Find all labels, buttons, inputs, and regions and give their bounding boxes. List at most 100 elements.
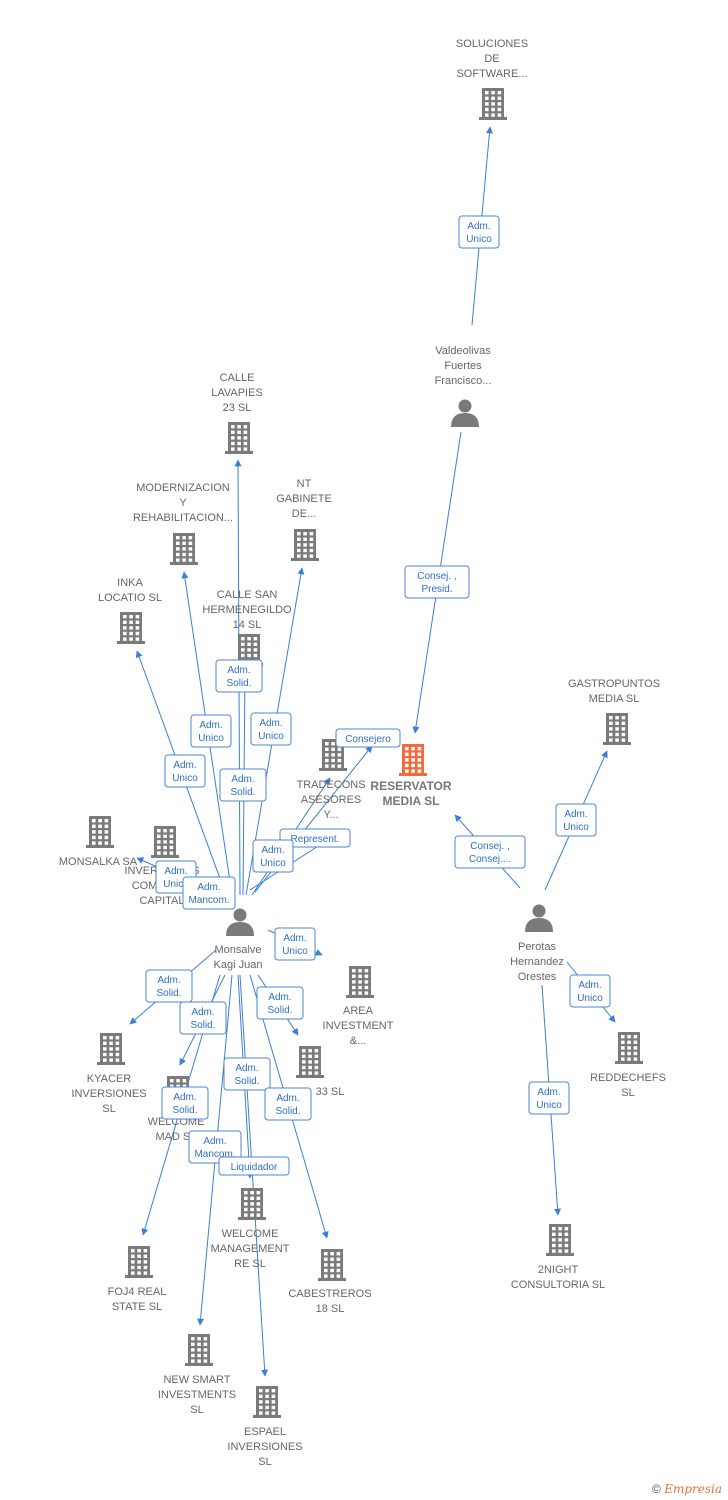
node-label-reservator[interactable]: MEDIA SL xyxy=(383,794,440,808)
person-icon[interactable] xyxy=(451,399,479,428)
edge-label-monsalve-to-tradecons[interactable]: Represent. xyxy=(279,828,351,848)
node-label-lavapies[interactable]: 23 SL xyxy=(223,402,252,414)
node-label-2night[interactable]: 2NIGHT xyxy=(538,1264,579,1276)
node-label-perotas[interactable]: Orestes xyxy=(518,971,557,983)
node-label-valdeolivas[interactable]: Francisco... xyxy=(435,375,492,387)
edge-label-perotas-to-2night[interactable]: Adm.Unico xyxy=(528,1081,570,1115)
node-label-perotas[interactable]: Perotas xyxy=(518,941,556,953)
node-label-area[interactable]: INVESTMENT xyxy=(323,1020,394,1032)
edge-label-monsalve-to-modernizacion[interactable]: Adm.Unico xyxy=(190,714,232,748)
node-label-welcomemgmt[interactable]: RE SL xyxy=(234,1258,266,1270)
building-icon[interactable] xyxy=(603,713,631,745)
node-label-modernizacion[interactable]: MODERNIZACION xyxy=(136,482,230,494)
node-label-modernizacion[interactable]: Y xyxy=(179,497,187,509)
node-label-ntgabinete[interactable]: GABINETE xyxy=(276,493,332,505)
node-label-espael[interactable]: INVERSIONES xyxy=(227,1441,302,1453)
edge-label-monsalve-to-x33[interactable]: Adm.Solid. xyxy=(256,986,304,1020)
node-label-monsalve[interactable]: Kagi Juan xyxy=(214,959,263,971)
node-label-espael[interactable]: ESPAEL xyxy=(244,1426,286,1438)
node-label-area[interactable]: AREA xyxy=(343,1005,374,1017)
node-label-kyacer[interactable]: KYACER xyxy=(87,1073,131,1085)
brand-logo[interactable]: Empresia xyxy=(664,1482,722,1496)
building-icon[interactable] xyxy=(117,612,145,644)
edge-label-monsalve-to-lavapies[interactable]: Adm.Solid. xyxy=(219,768,267,802)
node-label-modernizacion[interactable]: REHABILITACION... xyxy=(133,512,233,524)
building-icon[interactable] xyxy=(479,88,507,120)
edge-label-monsalve-to-tradecons[interactable]: Adm.Unico xyxy=(252,839,294,873)
node-label-inka[interactable]: LOCATIO SL xyxy=(98,592,162,604)
node-label-welcomemad[interactable]: MAD SL xyxy=(156,1131,197,1143)
node-label-area[interactable]: &... xyxy=(350,1035,367,1047)
building-icon[interactable] xyxy=(318,1249,346,1281)
edge-label-monsalve-to-area[interactable]: Adm.Unico xyxy=(274,927,316,961)
node-label-cabestreros[interactable]: 18 SL xyxy=(316,1303,345,1315)
edge-label-monsalve-to-ntgabinete[interactable]: Adm.Unico xyxy=(250,712,292,746)
building-icon[interactable] xyxy=(399,744,427,776)
edge-label-monsalve-to-kyacer[interactable]: Adm.Solid. xyxy=(145,969,193,1003)
node-label-inka[interactable]: INKA xyxy=(117,577,143,589)
node-label-lavapies[interactable]: LAVAPIES xyxy=(211,387,263,399)
node-label-foj4[interactable]: STATE SL xyxy=(112,1301,162,1313)
building-icon[interactable] xyxy=(615,1032,643,1064)
building-icon[interactable] xyxy=(151,826,179,858)
node-label-kyacer[interactable]: SL xyxy=(102,1103,115,1115)
node-label-kyacer[interactable]: INVERSIONES xyxy=(71,1088,146,1100)
edge-label-monsalve-to-newsmart[interactable]: Adm.Mancom. xyxy=(188,1130,242,1164)
node-label-hermenegildo[interactable]: CALLE SAN xyxy=(217,589,278,601)
node-label-reddechefs[interactable]: SL xyxy=(621,1087,634,1099)
building-icon[interactable] xyxy=(291,529,319,561)
building-icon[interactable] xyxy=(86,816,114,848)
node-label-monsalve[interactable]: Monsalve xyxy=(214,944,261,956)
node-label-inversiones[interactable]: CAPITAL xyxy=(139,895,184,907)
node-label-valdeolivas[interactable]: Valdeolivas xyxy=(435,345,491,357)
edge-label-monsalve-to-welcomemgmt[interactable]: Adm.Solid. xyxy=(223,1057,271,1091)
node-label-foj4[interactable]: FOJ4 REAL xyxy=(108,1286,167,1298)
edge-label-valdeolivas-to-reservator[interactable]: Consej. ,Presid. xyxy=(404,565,470,599)
edge-label-monsalve-to-inka[interactable]: Adm.Unico xyxy=(164,754,206,788)
edge-label-monsalve-to-welcomemad[interactable]: Adm.Solid. xyxy=(179,1001,227,1035)
building-icon[interactable] xyxy=(97,1033,125,1065)
edge-label-monsalve-to-espael[interactable]: Liquidador xyxy=(218,1156,290,1176)
building-icon[interactable] xyxy=(170,533,198,565)
node-label-cabestreros[interactable]: CABESTREROS xyxy=(288,1288,371,1300)
building-icon[interactable] xyxy=(238,1188,266,1220)
node-label-tradecons[interactable]: TRADECONS xyxy=(296,779,365,791)
person-icon[interactable] xyxy=(226,908,254,937)
node-label-hermenegildo[interactable]: 14 SL xyxy=(233,619,262,631)
building-icon[interactable] xyxy=(346,966,374,998)
edge-label-monsalve-to-inversiones[interactable]: Adm.Mancom. xyxy=(182,876,236,910)
person-icon[interactable] xyxy=(525,904,553,933)
node-label-tradecons[interactable]: ASESORES xyxy=(301,794,362,806)
node-label-reservator[interactable]: RESERVATOR xyxy=(370,779,451,793)
node-label-tradecons[interactable]: Y... xyxy=(323,809,338,821)
node-label-welcomemgmt[interactable]: MANAGEMENT xyxy=(211,1243,290,1255)
building-icon[interactable] xyxy=(296,1046,324,1078)
node-label-ntgabinete[interactable]: NT xyxy=(297,478,312,490)
node-label-gastropuntos[interactable]: MEDIA SL xyxy=(589,693,640,705)
edge-label-perotas-to-reservator[interactable]: Consej. ,Consej.... xyxy=(454,835,526,869)
edge-label-monsalve-to-cabestreros[interactable]: Adm.Solid. xyxy=(264,1087,312,1121)
node-label-reddechefs[interactable]: REDDECHEFS xyxy=(590,1072,666,1084)
node-label-lavapies[interactable]: CALLE xyxy=(220,372,255,384)
edge-label-valdeolivas-to-soluciones[interactable]: Adm.Unico xyxy=(458,215,500,249)
node-label-newsmart[interactable]: INVESTMENTS xyxy=(158,1389,236,1401)
node-label-soluciones[interactable]: SOLUCIONES xyxy=(456,38,528,50)
node-label-x33[interactable]: 33 SL xyxy=(316,1086,345,1098)
node-label-hermenegildo[interactable]: HERMENEGILDO xyxy=(202,604,292,616)
edge-label-monsalve-to-hermenegildo[interactable]: Adm.Solid. xyxy=(215,659,263,693)
building-icon[interactable] xyxy=(225,422,253,454)
node-label-welcomemgmt[interactable]: WELCOME xyxy=(222,1228,279,1240)
node-label-valdeolivas[interactable]: Fuertes xyxy=(444,360,482,372)
edge-label-monsalve-to-foj4[interactable]: Adm.Solid. xyxy=(161,1086,209,1120)
node-label-2night[interactable]: CONSULTORIA SL xyxy=(511,1279,605,1291)
building-icon[interactable] xyxy=(546,1224,574,1256)
building-icon[interactable] xyxy=(185,1334,213,1366)
node-label-newsmart[interactable]: SL xyxy=(190,1404,203,1416)
edge-label-perotas-to-gastropuntos[interactable]: Adm.Unico xyxy=(555,803,597,837)
node-label-perotas[interactable]: Hernandez xyxy=(510,956,564,968)
node-label-soluciones[interactable]: SOFTWARE... xyxy=(456,68,527,80)
edge-label-perotas-to-reddechefs[interactable]: Adm.Unico xyxy=(569,974,611,1008)
building-icon[interactable] xyxy=(125,1246,153,1278)
building-icon[interactable] xyxy=(253,1386,281,1418)
node-label-newsmart[interactable]: NEW SMART xyxy=(163,1374,230,1386)
